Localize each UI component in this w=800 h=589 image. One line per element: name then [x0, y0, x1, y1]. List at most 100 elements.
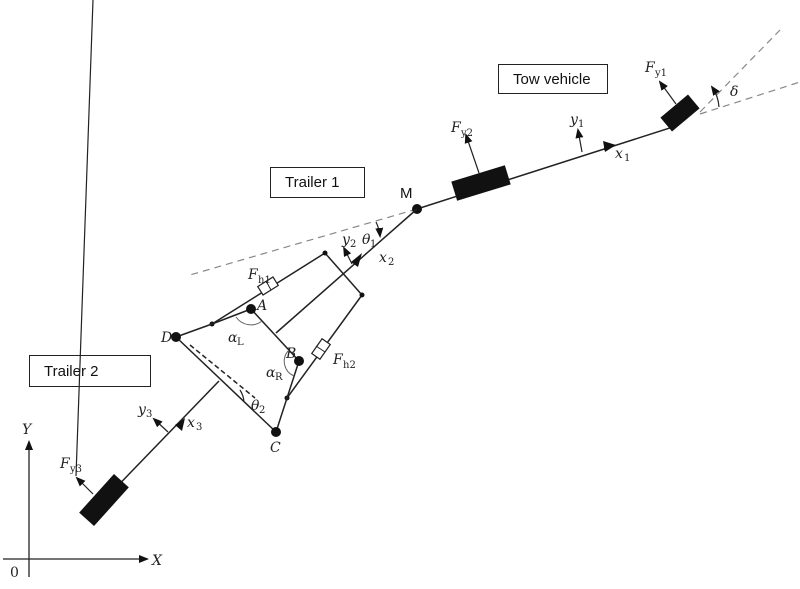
fy2-main: F: [450, 120, 462, 136]
theta1-dash-line: [189, 208, 418, 276]
trailer1-label-box: Trailer 1: [270, 167, 365, 198]
theta2-angle-arc: [239, 389, 245, 403]
label-x3: x 3: [187, 415, 202, 433]
x3-main: x: [187, 415, 195, 431]
tow-vehicle-label-box: Tow vehicle: [498, 64, 608, 94]
cylinder-h1-divider: [265, 280, 272, 291]
label-fy1: F y1: [644, 60, 667, 79]
point-a-label: A: [255, 298, 267, 314]
link-d-left: [175, 323, 213, 338]
trailer2-wheel: [79, 473, 129, 527]
fh1-sub: h1: [258, 275, 271, 286]
point-c: [271, 427, 281, 437]
theta2-main: θ: [251, 398, 260, 414]
fh1-main: F: [247, 267, 259, 283]
label-fh1: F h1: [247, 267, 271, 286]
alpha-r-sub: R: [275, 372, 283, 383]
trailer1-axis: [275, 208, 418, 334]
joint-front-right: [359, 292, 365, 298]
label-y3: y 3: [137, 402, 152, 420]
trailer2-label-box: Trailer 2: [29, 355, 151, 387]
tow-vehicle-label: Tow vehicle: [513, 70, 591, 88]
alpha-r-main: α: [266, 365, 276, 381]
fy2-sub: y2: [460, 128, 473, 139]
label-alpha-l: α L: [228, 330, 244, 348]
alpha-r-angle-arc: [283, 350, 295, 377]
x1-main: x: [615, 146, 623, 162]
origin-label: 0: [10, 565, 19, 581]
delta-dash-wheel-line: [699, 29, 781, 113]
point-m-label: M: [400, 185, 413, 202]
trailer1-label: Trailer 1: [285, 174, 340, 191]
rear-wheel-tow-vehicle: [451, 165, 511, 201]
y1-sub: 1: [578, 119, 584, 130]
y1-main: y: [569, 112, 579, 128]
x1-sub: 1: [624, 153, 630, 164]
y1-arrow: [575, 128, 584, 153]
tow-vehicle-axis: [416, 125, 677, 210]
delta-angle-arc: [710, 85, 720, 108]
label-x2: x 2: [379, 250, 394, 268]
link-d-c: [175, 336, 277, 433]
cylinder-h2-divider: [315, 345, 326, 353]
delta-label: δ: [730, 84, 738, 100]
global-y-label: Y: [22, 422, 33, 438]
x2-sub: 2: [388, 257, 394, 268]
fy3-arrow-line: [75, 476, 94, 495]
y3-sub: 3: [146, 409, 152, 420]
point-b: [294, 356, 304, 366]
x2-main: x: [379, 250, 387, 266]
label-y2: y 2: [341, 232, 356, 250]
x1-arrowhead: [603, 141, 616, 152]
label-x1: x 1: [615, 146, 630, 164]
fh2-main: F: [332, 352, 344, 368]
label-fy3: F y3: [59, 456, 82, 475]
alpha-l-main: α: [228, 330, 238, 346]
global-x-label: X: [151, 553, 163, 569]
y2-sub: 2: [350, 239, 356, 250]
fy3-main: F: [59, 456, 71, 472]
fy3-sub: y3: [69, 464, 82, 475]
fy3-arrow: [75, 0, 94, 477]
theta2-sub: 2: [259, 405, 265, 416]
global-axes: [3, 440, 149, 577]
trailer2-label: Trailer 2: [44, 362, 99, 380]
label-alpha-r: α R: [266, 365, 283, 383]
link-c-b: [275, 360, 300, 433]
point-a: [246, 304, 256, 314]
fy2-arrow: [464, 133, 480, 174]
x2-arrowhead: [351, 253, 362, 267]
fy1-arrow: [658, 80, 677, 105]
delta-dash-heading-line: [699, 81, 800, 115]
label-theta2: θ 2: [251, 398, 265, 416]
front-wheel: [660, 94, 700, 132]
fh2-sub: h2: [343, 360, 356, 371]
x3-sub: 3: [196, 422, 202, 433]
joint-front-left: [322, 250, 328, 256]
y3-main: y: [137, 402, 147, 418]
y3-arrow: [152, 417, 169, 433]
label-y1: y 1: [569, 112, 584, 130]
y2-arrow: [343, 246, 353, 265]
trailer2-axis: [103, 380, 220, 501]
alpha-l-sub: L: [237, 337, 244, 348]
hydraulic-cylinder-h1: [256, 276, 280, 296]
trailer1-front-bar: [324, 252, 363, 296]
point-b-label: B: [285, 346, 296, 362]
theta1-sub: 1: [370, 239, 376, 250]
alpha-l-angle-arc: [235, 316, 263, 326]
link-a-b: [250, 308, 300, 362]
fy1-main: F: [644, 60, 656, 76]
point-c-label: C: [270, 440, 281, 456]
point-d: [171, 332, 181, 342]
y2-main: y: [341, 232, 351, 248]
theta1-main: θ: [362, 232, 371, 248]
label-fy2: F y2: [450, 120, 473, 139]
label-fh2: F h2: [332, 352, 356, 371]
link-left-a: [211, 308, 252, 325]
label-theta1: θ 1: [362, 232, 376, 250]
theta1-angle-arc: [375, 221, 384, 238]
fy1-sub: y1: [654, 68, 667, 79]
